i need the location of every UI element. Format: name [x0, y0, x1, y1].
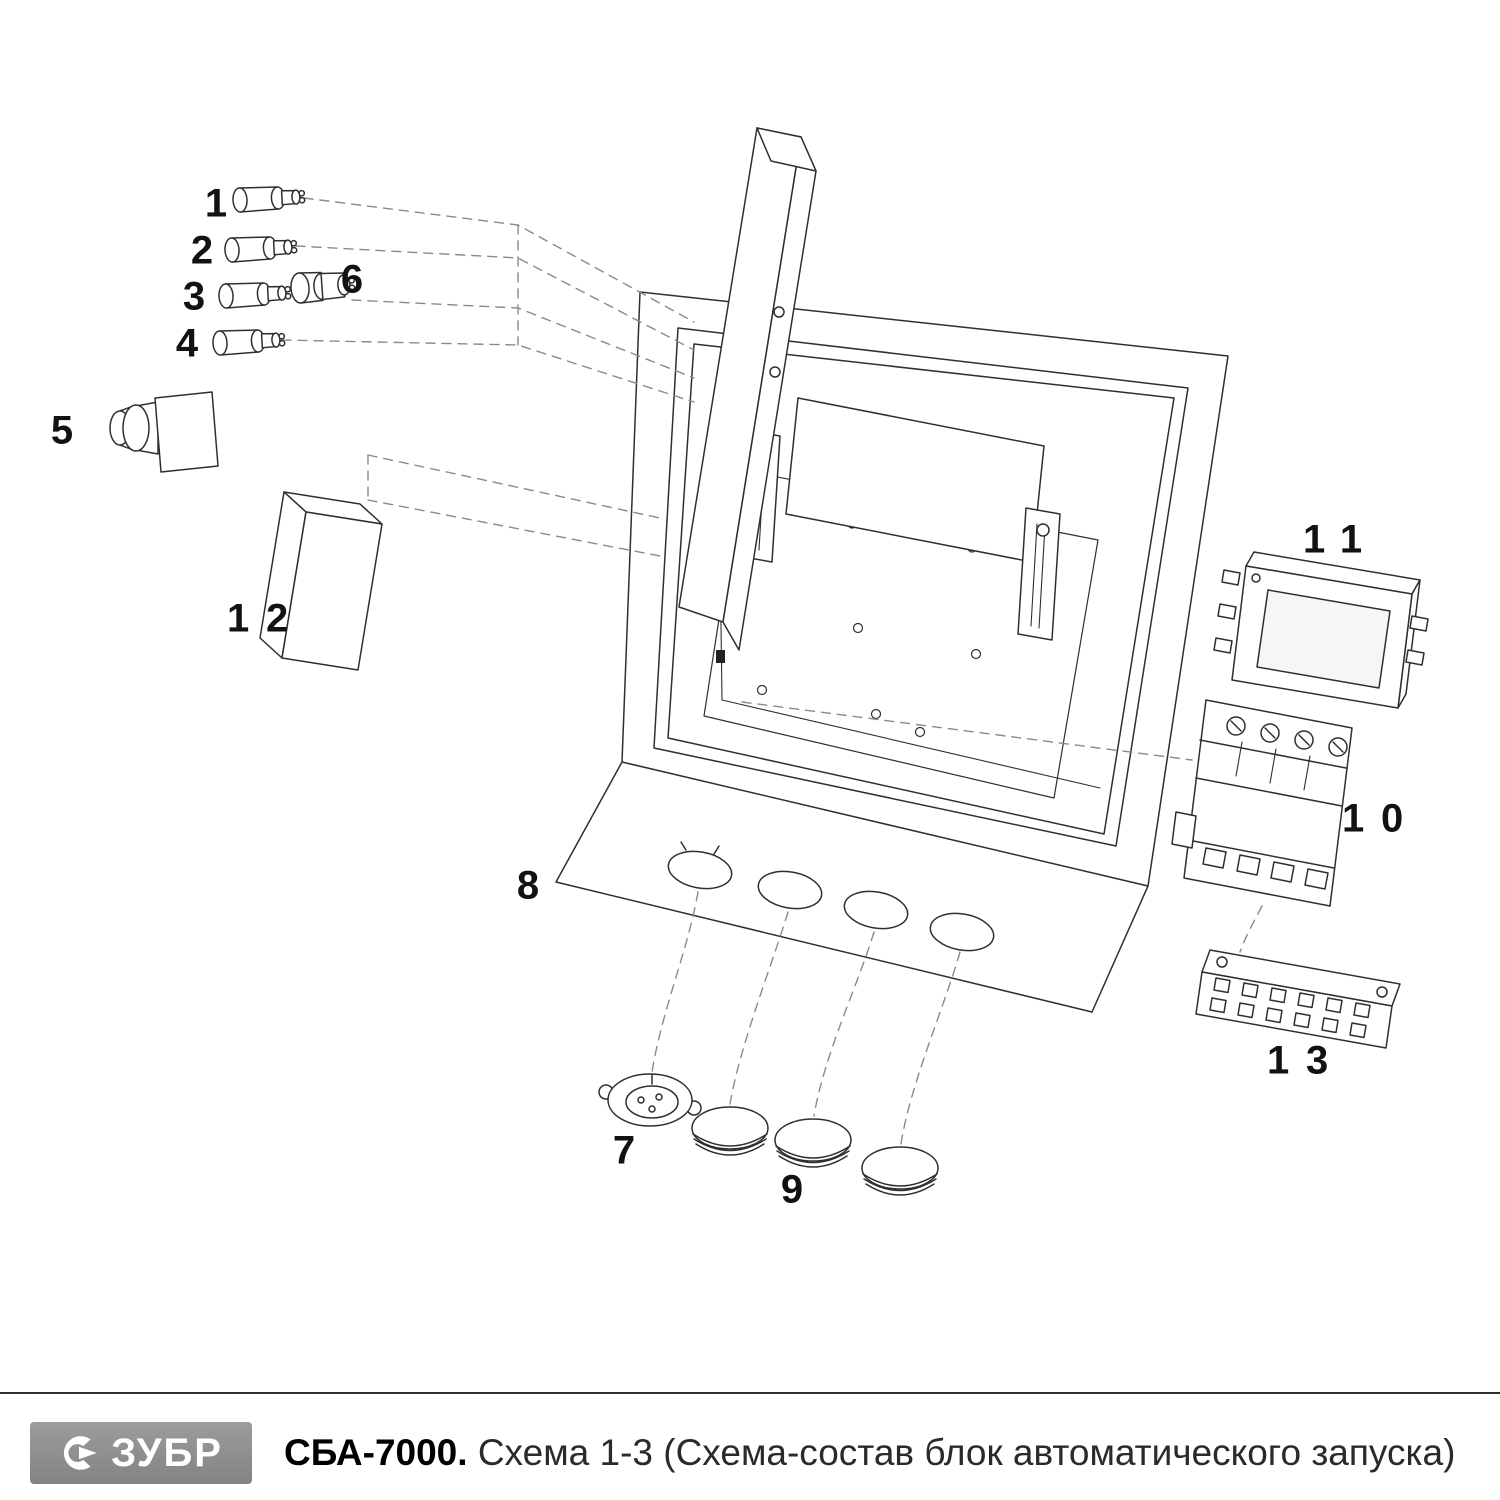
part-label-7: 7 [612, 1128, 636, 1173]
model-number: СБА-7000. [284, 1432, 468, 1473]
part-label-4: 4 [175, 321, 199, 366]
part-2-indicator [223, 233, 298, 264]
part-1-indicator [231, 183, 306, 214]
part-label-11: 11 [1303, 517, 1379, 562]
footer: ЗУБР СБА-7000. Схема 1-3 (Схема-состав б… [0, 1406, 1500, 1500]
part-12-box [259, 491, 383, 671]
part-label-6: 6 [340, 257, 364, 302]
schema-subtitle: Схема 1-3 (Схема-состав блок автоматичес… [467, 1432, 1456, 1473]
zubr-logo-text: ЗУБР [111, 1430, 223, 1475]
part-6-socket-body [290, 271, 356, 304]
part-4-indicator [211, 326, 286, 357]
part-7-socket [598, 1073, 702, 1127]
part-13-terminal-strip [1195, 949, 1401, 1049]
part-label-8: 8 [516, 863, 540, 908]
hinge-top [773, 306, 785, 318]
clip [716, 650, 725, 663]
right-bracket [1017, 507, 1061, 641]
part-10-contactor [1171, 699, 1353, 907]
cabinet-enclosure [555, 291, 1229, 1013]
part-label-1: 1 [204, 181, 228, 226]
part-3-indicator [217, 279, 292, 310]
part-label-9: 9 [780, 1167, 804, 1212]
part-label-3: 3 [182, 274, 206, 319]
zubr-logo: ЗУБР [30, 1422, 252, 1484]
part-label-10: 10 [1341, 796, 1421, 841]
hinge-bottom [769, 366, 781, 378]
part-11-relay [1213, 551, 1429, 709]
part-label-12: 12 [226, 596, 306, 641]
part-label-2: 2 [190, 228, 214, 273]
zubr-arrow-icon [63, 1436, 97, 1470]
door-panel [678, 127, 817, 651]
part-label-5: 5 [50, 408, 74, 453]
part-9-cap-1 [691, 1106, 769, 1156]
panel-holes [667, 841, 995, 952]
footer-title: СБА-7000. Схема 1-3 (Схема-состав блок а… [284, 1432, 1455, 1474]
part-9-cap-3 [861, 1146, 939, 1196]
footer-divider [0, 1392, 1500, 1394]
part-label-13: 13 [1266, 1038, 1346, 1083]
part-9-cap-2 [774, 1118, 852, 1168]
dashed-leaders [281, 197, 1263, 1145]
part-5-gland [109, 391, 219, 473]
